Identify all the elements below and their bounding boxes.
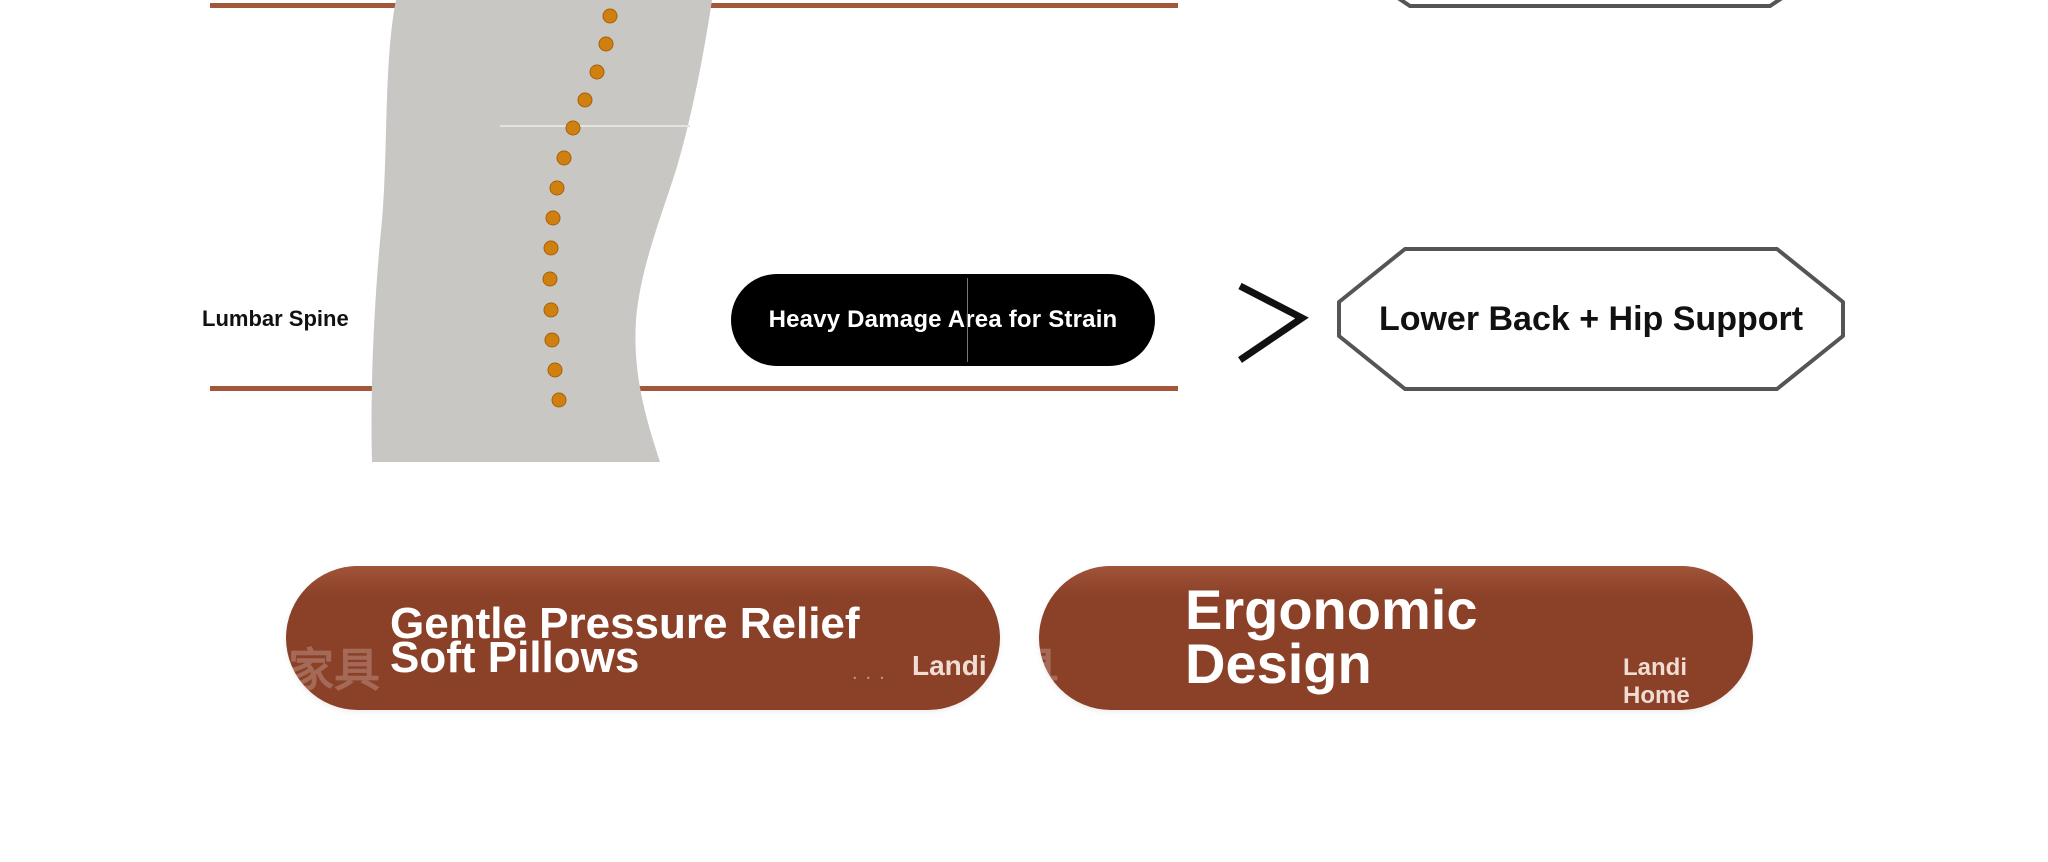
vertebra: [544, 332, 560, 348]
vertebra: [547, 362, 563, 378]
vertebra: [543, 302, 559, 318]
heavy-damage-label: Heavy Damage Area for Strain: [768, 306, 1118, 333]
card-title-line1: Ergonomic: [1185, 578, 1478, 641]
watermark-text: 具: [1039, 634, 1059, 700]
vertebra: [602, 8, 618, 24]
octagon-top-edge: [1397, 0, 1783, 8]
watermark-dots: ...: [852, 662, 893, 684]
pressure-relief-card: 家具 ... Gentle Pressure Relief Soft Pillo…: [286, 566, 1000, 710]
vertebra: [545, 210, 561, 226]
spine-figure-icon: [371, 0, 712, 462]
vertebra: [551, 392, 567, 408]
card-shade: [1039, 566, 1753, 596]
vertebra: [589, 64, 605, 80]
vertebra: [543, 240, 559, 256]
lumbar-spine-label: Lumbar Spine: [202, 306, 349, 331]
pill-seam: [967, 278, 968, 362]
card-title-line2: Soft Pillows: [390, 633, 640, 682]
card-title-line2: Design: [1185, 632, 1372, 695]
support-octagon: [1337, 247, 1845, 391]
body-silhouette: [371, 0, 712, 462]
watermark-text: 家具: [288, 643, 380, 697]
card-shade: [286, 566, 1000, 596]
spine-vertebrae: [542, 8, 618, 408]
vertebra: [549, 180, 565, 196]
vertebra: [577, 92, 593, 108]
support-label: Lower Back + Hip Support: [1378, 299, 1804, 338]
bottom-guide-line: [210, 386, 1178, 391]
vertebra: [565, 120, 581, 136]
vertebra: [556, 150, 572, 166]
brand-label: Landi Home: [1623, 654, 1690, 709]
card-title-line1: Gentle Pressure Relief: [390, 599, 860, 648]
brand-label: Landi: [912, 650, 987, 681]
ergonomic-design-card: 具 Ergonomic Design Landi Home: [1039, 566, 1753, 710]
heavy-damage-badge: Heavy Damage Area for Strain: [731, 274, 1155, 366]
vertebra: [598, 36, 614, 52]
vertebra: [542, 271, 558, 287]
chevron-right-icon: [1238, 282, 1309, 363]
